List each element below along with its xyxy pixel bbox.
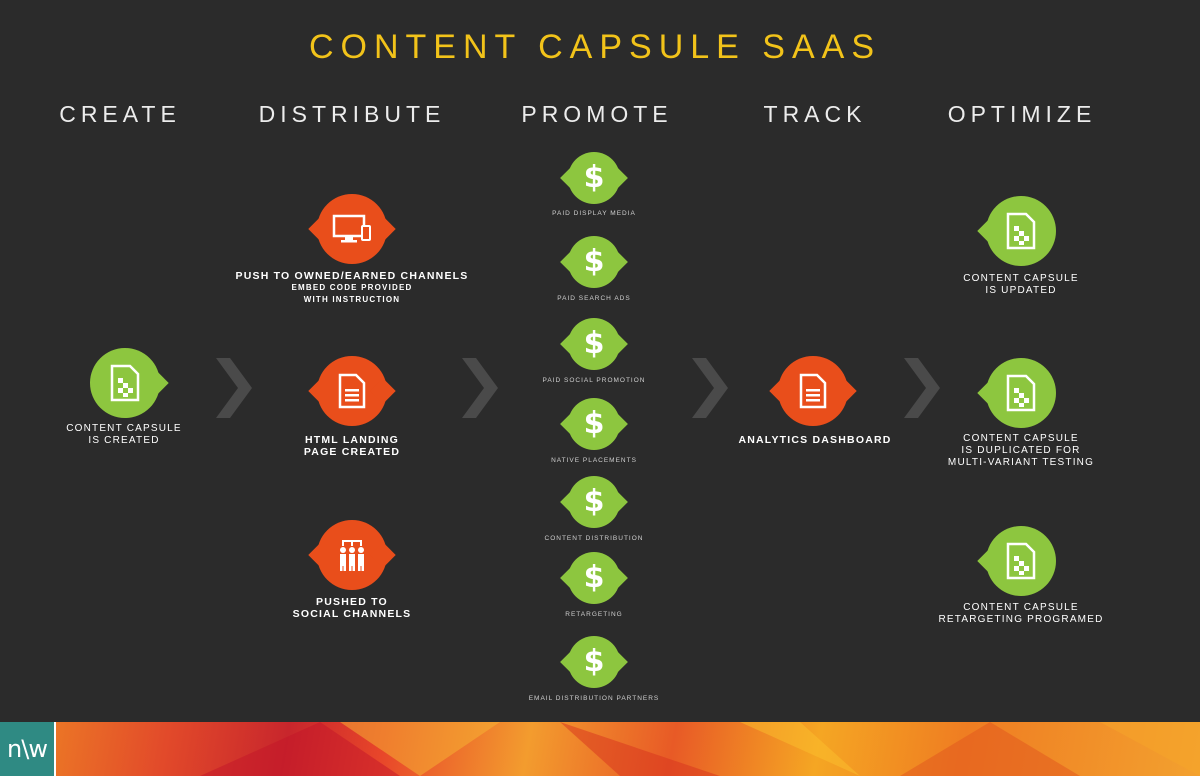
dollar-icon: $ bbox=[583, 484, 605, 519]
promote-label: PAID SEARCH ADS bbox=[557, 295, 631, 302]
promote-badge: $ bbox=[568, 236, 620, 288]
promote-label: EMAIL DISTRIBUTION PARTNERS bbox=[528, 695, 660, 702]
distribute-owned-badge bbox=[317, 194, 387, 264]
track-label: ANALYTICS DASHBOARD bbox=[738, 434, 892, 446]
chevron-right-icon bbox=[462, 358, 498, 418]
promote-badge: $ bbox=[568, 476, 620, 528]
promote-label: PAID SOCIAL PROMOTION bbox=[542, 377, 646, 384]
dollar-icon: $ bbox=[583, 560, 605, 595]
column-header-optimize: OPTIMIZE bbox=[947, 101, 1097, 127]
dollar-icon: $ bbox=[583, 160, 605, 195]
promote-badge: $ bbox=[568, 552, 620, 604]
footer-banner bbox=[0, 722, 1200, 776]
promote-badge: $ bbox=[568, 398, 620, 450]
track-analytics-badge bbox=[778, 356, 848, 426]
promote-label: RETARGETING bbox=[565, 611, 623, 618]
distribute-social-badge bbox=[317, 520, 387, 590]
document-capsule-icon bbox=[1006, 542, 1036, 580]
document-icon bbox=[338, 373, 366, 409]
promote-label: PAID DISPLAY MEDIA bbox=[552, 210, 636, 217]
document-icon bbox=[799, 373, 827, 409]
dollar-icon: $ bbox=[583, 406, 605, 441]
column-header-promote: PROMOTE bbox=[521, 101, 673, 127]
dollar-icon: $ bbox=[583, 244, 605, 279]
column-header-distribute: DISTRIBUTE bbox=[258, 101, 446, 127]
optimize-retargeting-badge bbox=[986, 526, 1056, 596]
dollar-icon: $ bbox=[583, 644, 605, 679]
promote-badge: $ bbox=[568, 318, 620, 370]
distribute-landing-badge bbox=[317, 356, 387, 426]
chevron-right-icon bbox=[216, 358, 252, 418]
monitor-device-icon bbox=[332, 214, 371, 243]
page-title: CONTENT CAPSULE SAAS bbox=[308, 28, 882, 66]
document-capsule-icon bbox=[1006, 212, 1036, 250]
social-people-icon bbox=[340, 540, 364, 571]
create-capsule-badge bbox=[90, 348, 160, 418]
promote-label: CONTENT DISTRIBUTION bbox=[544, 535, 644, 542]
chevron-right-icon bbox=[692, 358, 728, 418]
chevron-right-icon bbox=[904, 358, 940, 418]
promote-label: NATIVE PLACEMENTS bbox=[551, 457, 637, 464]
column-header-track: TRACK bbox=[763, 101, 867, 127]
document-capsule-icon bbox=[110, 364, 140, 402]
optimize-updated-badge bbox=[986, 196, 1056, 266]
promote-badge: $ bbox=[568, 636, 620, 688]
distribute-owned-label: PUSH TO OWNED/EARNED CHANNELS EMBED CODE… bbox=[235, 270, 469, 304]
optimize-duplicated-badge bbox=[986, 358, 1056, 428]
promote-badge: $ bbox=[568, 152, 620, 204]
column-header-create: CREATE bbox=[59, 101, 181, 127]
brand-logo: n\w bbox=[0, 722, 56, 776]
document-capsule-icon bbox=[1006, 374, 1036, 412]
dollar-icon: $ bbox=[583, 326, 605, 361]
